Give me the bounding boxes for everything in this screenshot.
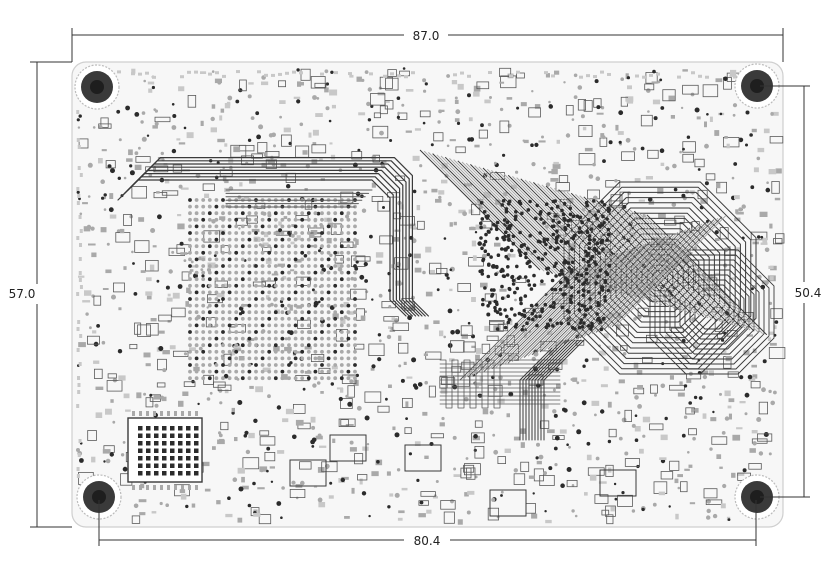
- mounting-hole-icon: [76, 474, 122, 520]
- dimension-top: [71, 28, 784, 62]
- dimension-left: [30, 61, 72, 528]
- bga-ball-array: [188, 198, 357, 381]
- qfn-chip: [127, 411, 203, 490]
- dimension-right-label: 50.4: [795, 286, 822, 300]
- mounting-hole-icon: [734, 474, 780, 520]
- dimension-bottom: [98, 500, 757, 546]
- dimension-top-label: 87.0: [413, 29, 440, 43]
- routed-traces-layer: [117, 157, 775, 441]
- dimension-left-label: 57.0: [9, 287, 36, 301]
- dimension-right: [760, 85, 810, 498]
- mounting-hole-icon: [74, 64, 120, 110]
- dimension-bottom-label: 80.4: [414, 534, 441, 548]
- diagonal-fanout-layer: [419, 149, 768, 381]
